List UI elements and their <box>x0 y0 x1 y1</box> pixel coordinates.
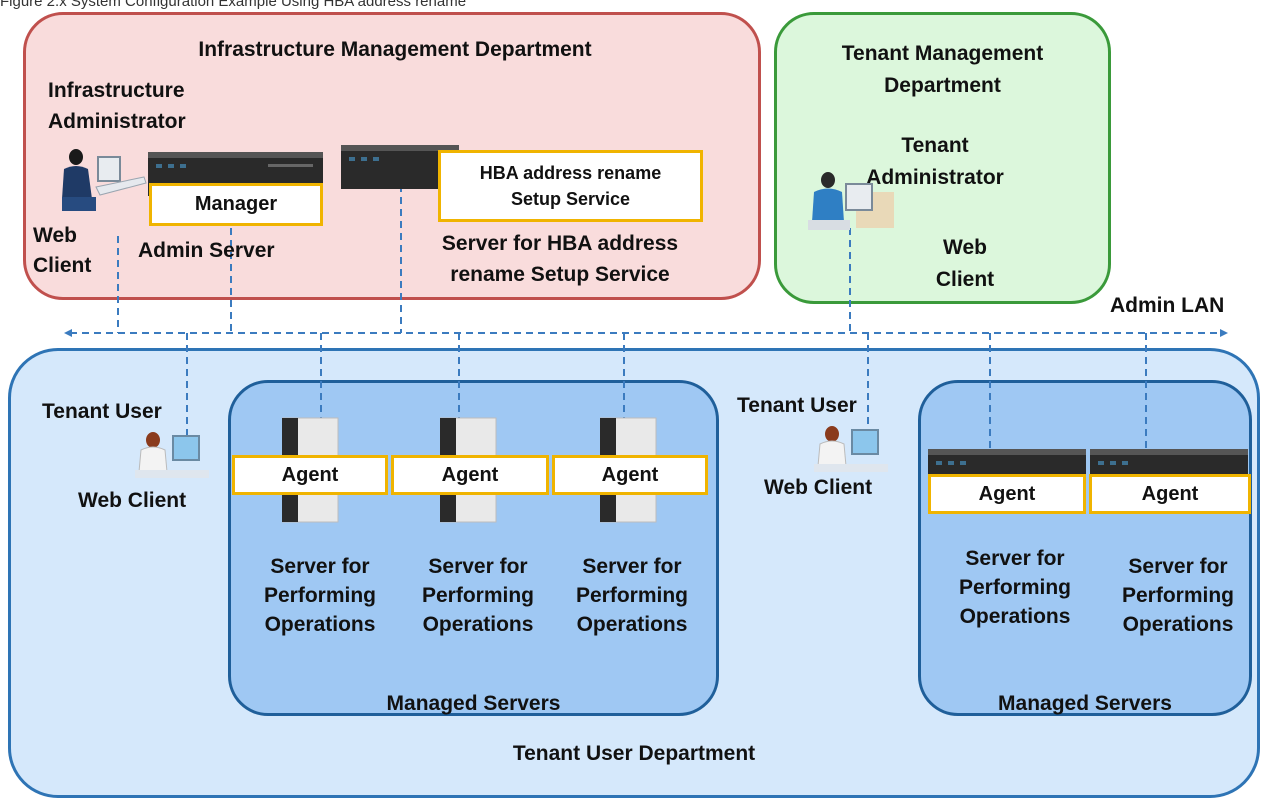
admin-server-label: Admin Server <box>138 239 275 262</box>
tenant-mgmt-web-client-line1: Web <box>943 236 987 259</box>
tenant-user-left-person-icon <box>135 432 209 478</box>
managed-servers-left-label: Managed Servers <box>386 692 561 715</box>
server-line-1: Server for <box>1128 555 1228 578</box>
lan-arrow-left <box>64 329 72 337</box>
admin-lan-label: Admin LAN <box>1110 294 1225 317</box>
infra-admin-label-line1: Infrastructure <box>48 79 185 102</box>
agent-box-5: Agent <box>1089 474 1251 514</box>
server-line-2: Performing <box>575 583 688 607</box>
tenant-management-department <box>774 12 1111 304</box>
tenant-user-right-person-icon <box>814 426 888 472</box>
manager-box: Manager <box>149 183 323 226</box>
server-line-3: Operations <box>422 612 534 636</box>
agent-box-2: Agent <box>391 455 549 495</box>
hba-server-label-line2: rename Setup Service <box>450 263 670 286</box>
tenant-admin-label-line1: Tenant <box>901 134 969 157</box>
server-line-1: Server for <box>965 547 1065 570</box>
performing-server-label-5: Server for Performing Operations <box>1108 553 1248 640</box>
lan-arrow-right <box>1220 329 1228 337</box>
server-line-3: Operations <box>959 604 1071 628</box>
infra-web-client-line1: Web <box>33 224 77 247</box>
managed-servers-group-right <box>918 380 1252 716</box>
hba-server-label-line1: Server for HBA address <box>441 232 679 255</box>
server-line-3: Operations <box>576 612 688 636</box>
tenant-user-left-label: Tenant User <box>42 400 162 423</box>
tenant-mgmt-web-client-line2: Client <box>935 268 995 291</box>
server-line-1: Server for <box>428 555 528 578</box>
server-line-3: Operations <box>264 612 376 636</box>
tenant-administrator-person-icon <box>808 172 894 230</box>
tenant-admin-label-line2: Administrator <box>866 166 1004 189</box>
agent-box-4: Agent <box>928 474 1086 514</box>
hba-box-line2: Setup Service <box>510 189 631 209</box>
server-line-2: Performing <box>421 583 534 607</box>
figure-caption: Figure 2.x System Configuration Example … <box>0 0 467 10</box>
tenant-mgmt-title-line1: Tenant Management <box>841 42 1044 65</box>
performing-server-label-1: Server for Performing Operations <box>250 553 390 640</box>
server-line-2: Performing <box>263 583 376 607</box>
server-line-2: Performing <box>1121 583 1234 607</box>
hba-box-line1: HBA address rename <box>479 162 662 183</box>
tenant-user-right-web-client: Web Client <box>764 476 873 499</box>
agent-box-1: Agent <box>232 455 388 495</box>
agent-box-3: Agent <box>552 455 708 495</box>
infra-admin-label-line2: Administrator <box>48 110 186 133</box>
managed-servers-right-label: Managed Servers <box>998 692 1172 715</box>
tenant-user-right-label: Tenant User <box>737 394 857 417</box>
hba-setup-service-box: HBA address rename Setup Service <box>438 150 703 222</box>
performing-server-label-3: Server for Performing Operations <box>562 553 702 640</box>
performing-server-label-4: Server for Performing Operations <box>945 545 1085 632</box>
server-line-3: Operations <box>1122 612 1234 636</box>
tenant-user-dept-title: Tenant User Department <box>512 742 756 765</box>
performing-server-label-2: Server for Performing Operations <box>408 553 548 640</box>
server-line-1: Server for <box>582 555 682 578</box>
tenant-user-left-web-client: Web Client <box>78 489 187 512</box>
server-line-2: Performing <box>958 575 1071 599</box>
infra-administrator-person-icon <box>62 149 147 211</box>
server-line-1: Server for <box>270 555 370 578</box>
infra-dept-title: Infrastructure Management Department <box>198 38 592 61</box>
infra-web-client-line2: Client <box>33 254 92 277</box>
tenant-mgmt-title-line2: Department <box>884 74 1001 97</box>
